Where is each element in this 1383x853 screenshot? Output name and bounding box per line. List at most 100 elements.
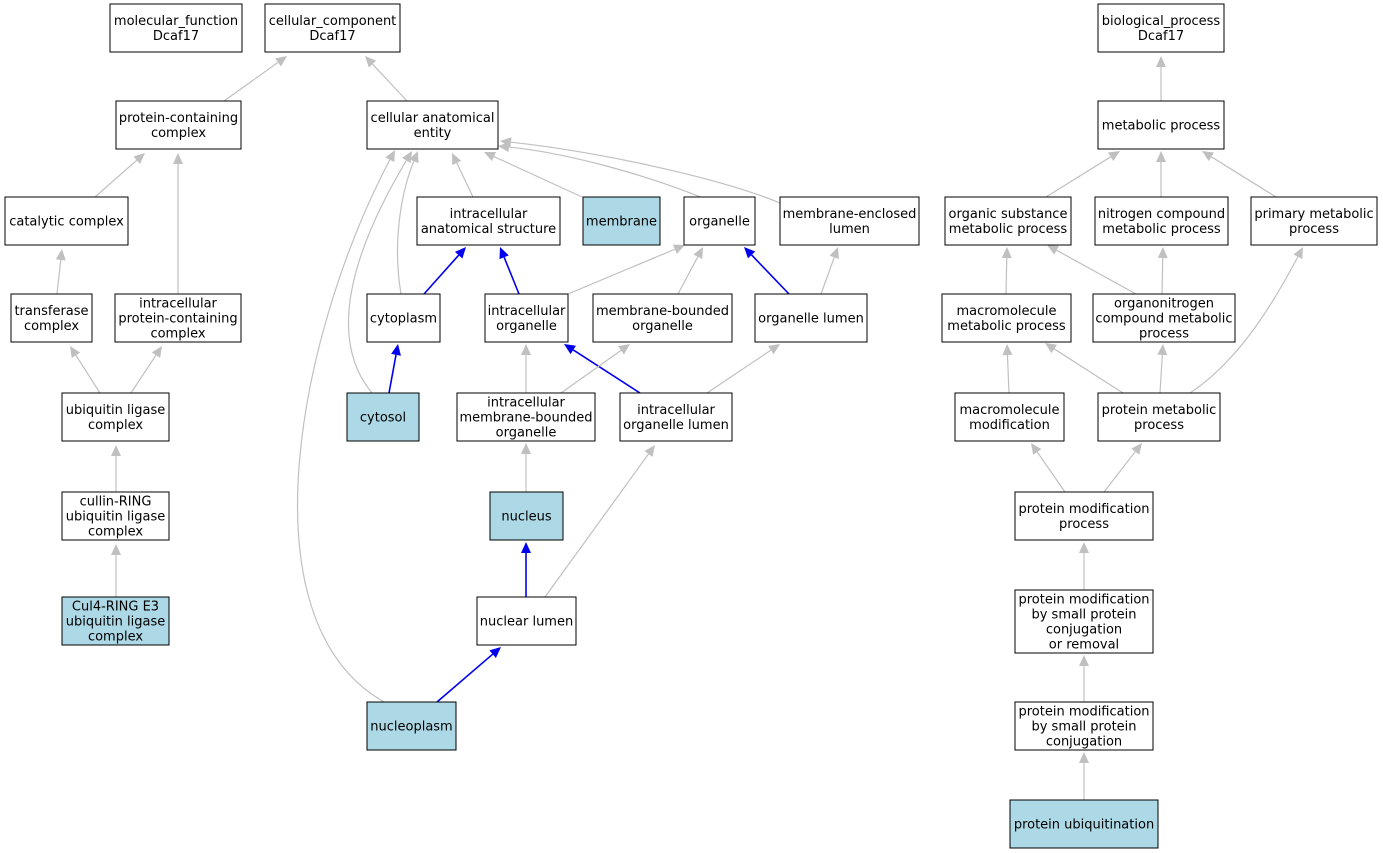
node-box xyxy=(944,196,1072,246)
node-catc[interactable]: catalytic complex xyxy=(4,196,129,246)
edge-line xyxy=(1005,257,1008,295)
node-cyto[interactable]: cytoplasm xyxy=(366,293,441,343)
arrowhead xyxy=(484,152,497,162)
edge-line xyxy=(751,254,790,295)
node-label-line: Dcaf17 xyxy=(309,29,355,44)
edge-layer xyxy=(55,56,1303,800)
node-nl[interactable]: nuclear lumen xyxy=(476,596,577,646)
arrowhead xyxy=(1001,247,1012,259)
edge-line xyxy=(510,141,781,204)
edge-line xyxy=(508,146,709,201)
edge-pcc-to-cc xyxy=(223,56,287,102)
node-label-line: or removal xyxy=(1049,638,1119,653)
edge-cytosol-to-cyto xyxy=(388,344,401,394)
edge-prmp-to-pmp xyxy=(1189,247,1303,394)
node-box xyxy=(109,3,243,53)
arrowhead xyxy=(133,153,145,165)
edge-line xyxy=(1159,354,1163,394)
node-box xyxy=(1014,491,1154,541)
node-label-line: ubiquitin ligase xyxy=(66,403,166,418)
edge-mbo-to-org xyxy=(677,247,703,295)
node-box xyxy=(366,100,499,150)
node-label-line: complex xyxy=(88,630,143,645)
edge-oncmp-to-ncmp xyxy=(1157,247,1168,295)
node-label-line: ubiquitin ligase xyxy=(66,615,166,630)
edge-line xyxy=(572,349,641,394)
node-label-line: organonitrogen xyxy=(1114,297,1214,312)
node-org[interactable]: organelle xyxy=(683,196,756,246)
edge-mel-to-cae xyxy=(500,137,781,204)
node-nucleus[interactable]: nucleus xyxy=(489,491,564,541)
node-ol[interactable]: organelle lumen xyxy=(754,293,868,343)
edge-pmscr-to-pmod xyxy=(1079,542,1089,590)
node-label-line: organelle lumen xyxy=(758,312,864,327)
node-label-line: complex xyxy=(151,126,206,141)
arrowhead xyxy=(391,344,401,356)
edge-cul4-to-crl xyxy=(111,544,121,597)
edge-io-to-org xyxy=(567,244,685,295)
arrowhead xyxy=(1079,655,1089,666)
node-box xyxy=(61,392,170,442)
arrowhead xyxy=(1002,344,1013,356)
node-label-line: membrane-enclosed xyxy=(783,207,917,222)
edge-prmp-to-mmp xyxy=(1045,343,1124,394)
arrowhead xyxy=(1157,247,1168,259)
node-label-line: nucleoplasm xyxy=(370,720,452,735)
node-label-line: transferase xyxy=(14,304,88,319)
node-box xyxy=(592,293,733,343)
edge-osmp-to-mp xyxy=(1045,151,1120,198)
edge-catc-to-pcc xyxy=(94,153,145,198)
node-box xyxy=(1014,589,1154,654)
arrowhead xyxy=(1156,56,1166,67)
edge-imbo-to-io xyxy=(521,344,531,393)
node-pu[interactable]: protein ubiquitination xyxy=(1009,799,1159,849)
node-np[interactable]: nucleoplasm xyxy=(366,701,457,751)
node-box xyxy=(489,491,564,541)
edge-ol-to-mel xyxy=(820,247,839,295)
node-box xyxy=(366,701,457,751)
node-box xyxy=(476,596,577,646)
arrowhead xyxy=(173,153,183,164)
node-box xyxy=(1092,293,1236,343)
node-label-line: intracellular xyxy=(450,207,528,222)
edge-line xyxy=(1103,451,1136,493)
node-memb[interactable]: membrane xyxy=(582,196,661,246)
node-cytosol[interactable]: cytosol xyxy=(346,392,420,442)
node-label-line: organelle xyxy=(496,319,557,334)
node-box xyxy=(115,100,242,150)
edge-line xyxy=(94,159,138,198)
edge-ncmp-to-mp xyxy=(1156,151,1166,197)
node-label-line: molecular_function xyxy=(114,14,238,29)
node-label-line: protein metabolic xyxy=(1102,403,1217,418)
node-label-line: organelle lumen xyxy=(623,418,729,433)
node-mp[interactable]: metabolic process xyxy=(1097,100,1225,150)
node-box xyxy=(754,293,868,343)
node-label-line: protein-containing xyxy=(119,111,238,126)
